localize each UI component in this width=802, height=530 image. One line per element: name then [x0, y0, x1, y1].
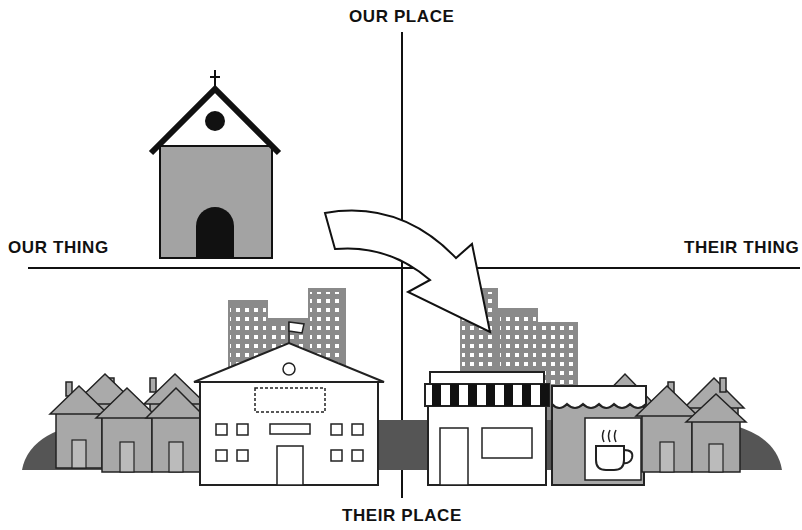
curved-arrow [325, 211, 490, 332]
shop-awning-stripes [425, 384, 549, 406]
church-body [160, 146, 272, 258]
church-cross [210, 76, 220, 78]
school-window [352, 424, 363, 435]
school-window [237, 424, 248, 435]
house-wall [692, 420, 740, 472]
house-door [72, 440, 86, 468]
school-door [277, 446, 303, 485]
cafe-awning [552, 386, 646, 408]
school-window [216, 450, 227, 461]
shop-door [440, 428, 468, 485]
flag [289, 322, 304, 333]
house-door [120, 442, 134, 472]
school-window [270, 424, 310, 434]
school-window [216, 424, 227, 435]
shop-awning [425, 384, 549, 406]
church-door [196, 207, 234, 258]
shop-body [428, 404, 546, 485]
axis-label: OUR THING [8, 238, 109, 258]
house-roof [96, 388, 158, 418]
school-window [352, 450, 363, 461]
cup-steam [603, 430, 617, 442]
school-sign [255, 388, 325, 412]
shop-awning-top [430, 372, 544, 384]
chimney [720, 378, 726, 392]
chimney [150, 378, 156, 392]
house-roof [686, 394, 746, 422]
school-window [237, 450, 248, 461]
house-roof [636, 386, 698, 416]
school-window [331, 450, 342, 461]
school-oculus [283, 363, 295, 375]
coffee-cup [596, 446, 624, 470]
church-roof [151, 89, 279, 153]
cup-handle [623, 450, 632, 463]
house-door [709, 444, 723, 472]
house-wall [152, 416, 200, 472]
house-door [169, 442, 183, 472]
shop-window [482, 428, 532, 458]
church-window [205, 111, 225, 131]
house-roof [50, 386, 108, 414]
house-wall [56, 412, 102, 468]
axis-label: THEIR PLACE [342, 506, 462, 526]
house-door [660, 442, 674, 472]
house-roof [146, 388, 206, 418]
house-wall [102, 416, 152, 472]
axis-label: OUR PLACE [349, 7, 455, 27]
school-body [200, 380, 378, 485]
school-roof [194, 343, 384, 382]
cafe-sign [585, 418, 641, 480]
school-window [331, 424, 342, 435]
axis-label: THEIR THING [684, 238, 799, 258]
